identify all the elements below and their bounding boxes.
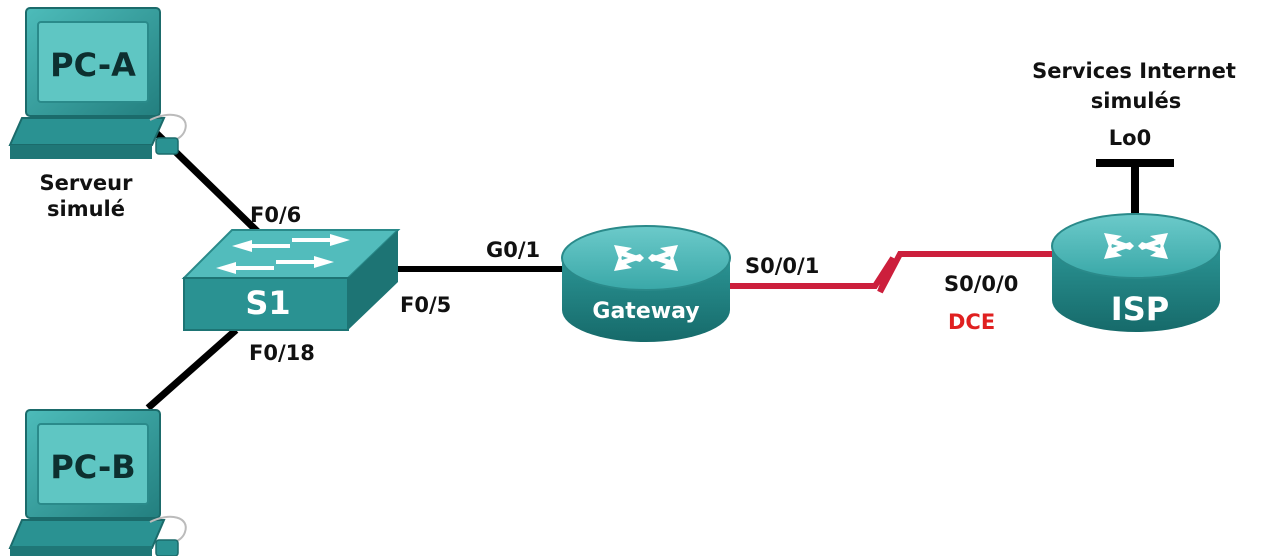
pc-a-mouse xyxy=(155,137,179,155)
router-isp-top xyxy=(1051,213,1221,279)
pc-b-base xyxy=(10,546,152,556)
pc-b-screen xyxy=(37,423,149,505)
pc-b-name: PC-B xyxy=(50,448,135,486)
label-s0-0-0: S0/0/0 xyxy=(944,272,1018,296)
pc-a-base xyxy=(10,145,152,159)
pc-a-screen xyxy=(37,21,149,103)
label-s0-0-1: S0/0/1 xyxy=(745,254,819,278)
switch-arrows-icon xyxy=(216,234,350,274)
router-arrows-icon xyxy=(614,245,678,271)
switch-s1-name: S1 xyxy=(245,284,290,322)
label-g0-1: G0/1 xyxy=(486,238,540,262)
router-gateway[interactable]: Gateway xyxy=(561,225,731,342)
label-dce: DCE xyxy=(948,310,995,334)
pc-a-role-line2: simulé xyxy=(47,197,125,221)
pc-b[interactable]: PC-B xyxy=(8,409,187,556)
label-lo0: Lo0 xyxy=(1109,126,1151,150)
label-f0-18: F0/18 xyxy=(249,341,315,365)
link-serial-gateway-isp xyxy=(730,251,1052,294)
switch-s1[interactable]: S1 xyxy=(181,229,401,331)
router-isp[interactable]: ISP xyxy=(1051,213,1221,332)
router-isp-name: ISP xyxy=(1111,290,1169,328)
label-internet-line1: Services Internet xyxy=(1032,59,1236,83)
label-f0-5: F0/5 xyxy=(400,293,451,317)
label-internet-line2: simulés xyxy=(1091,89,1181,113)
router-gateway-top xyxy=(561,225,731,291)
switch-s1-front xyxy=(183,277,349,331)
pc-b-mouse xyxy=(155,539,179,556)
pc-a-role-line1: Serveur xyxy=(40,171,134,195)
pc-a-name: PC-A xyxy=(50,46,136,84)
router-isp-arrows-icon xyxy=(1104,233,1168,259)
router-gateway-name: Gateway xyxy=(592,299,699,324)
label-f0-6: F0/6 xyxy=(250,203,301,227)
pc-a[interactable]: PC-A xyxy=(8,7,187,159)
link-pc-b-s1 xyxy=(145,327,239,411)
switch-s1-side xyxy=(348,230,398,330)
pc-b-keyboard xyxy=(8,519,166,549)
pc-a-keyboard xyxy=(8,117,166,146)
